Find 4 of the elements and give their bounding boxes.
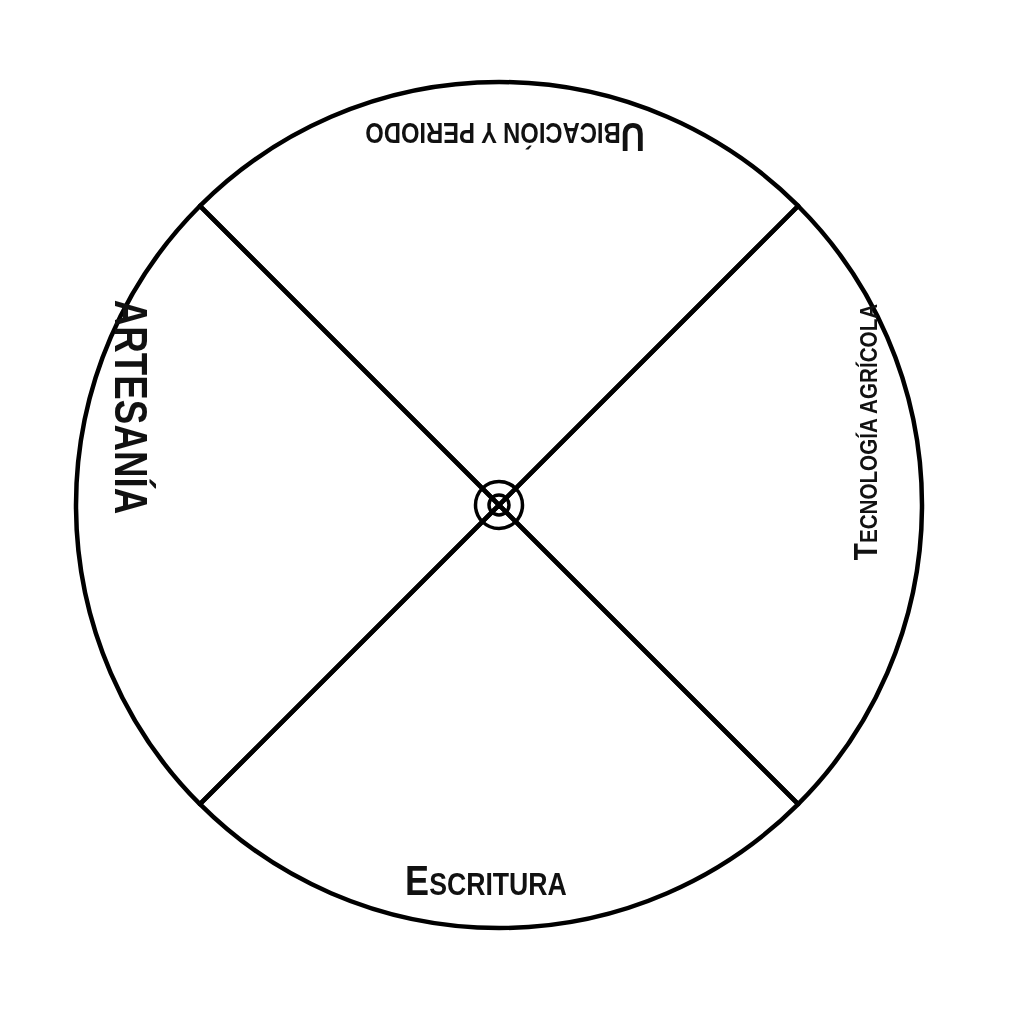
sector-label: TECNOLOGÍA AGRÍCOLA — [848, 303, 886, 561]
sector-label: ESCRITURA — [405, 856, 567, 906]
sector-label: UBICACIÓN Y PERIODO — [365, 113, 645, 161]
sector-label: ARTESANÍA — [104, 299, 158, 515]
